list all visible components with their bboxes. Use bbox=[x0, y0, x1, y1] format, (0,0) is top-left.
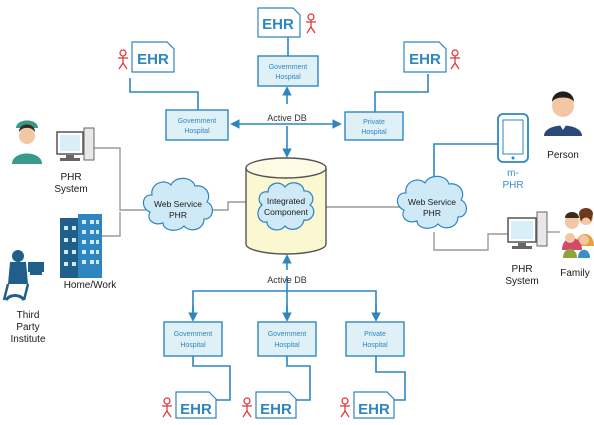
hospital-left: Government Hospital bbox=[165, 109, 229, 141]
ehr-label: EHR bbox=[137, 51, 169, 68]
ehr-document-top: EHR bbox=[257, 7, 301, 38]
integrated-component-cylinder: Integrated Component bbox=[245, 157, 327, 255]
stick-figures bbox=[118, 13, 460, 418]
connector-ws-tablet bbox=[433, 143, 502, 178]
connector-right-ehr bbox=[374, 74, 429, 112]
center-line2: Component bbox=[264, 207, 309, 217]
computer-icon bbox=[56, 127, 95, 161]
person-icon bbox=[242, 397, 252, 418]
gray-connectors bbox=[92, 147, 560, 251]
ehr-label: EHR bbox=[409, 51, 441, 68]
ehr-documents: EHR EHR EHR EHR EHR EHR bbox=[131, 7, 447, 419]
ehr-document-top-left: EHR bbox=[131, 41, 175, 73]
connector-ws-right-phr bbox=[433, 232, 508, 251]
phr-system-right-label-1: PHR bbox=[511, 264, 533, 275]
computer-icon bbox=[507, 211, 548, 249]
connector-bottom-bus bbox=[192, 290, 377, 318]
connector-b1-ehr bbox=[192, 356, 231, 401]
mphr-label-1: m- bbox=[507, 168, 519, 179]
person-icon bbox=[306, 13, 316, 34]
home-work-label: Home/Work bbox=[63, 280, 117, 291]
ehr-document-top-right: EHR bbox=[403, 41, 447, 73]
person-icon bbox=[450, 49, 460, 70]
hospital-b3-line2: Hospital bbox=[362, 342, 388, 349]
connector-left-ehr bbox=[129, 78, 199, 110]
hospital-right: Private Hospital bbox=[344, 111, 404, 141]
center-line1: Integrated bbox=[267, 196, 306, 206]
hospital-b1-line1: Government bbox=[174, 331, 213, 338]
ws-right-line1: Web Service bbox=[408, 197, 456, 207]
hospital-top-line2: Hospital bbox=[275, 74, 301, 81]
connector-building bbox=[102, 212, 121, 237]
hospital-bottom-1: Government Hospital bbox=[163, 321, 223, 357]
blue-connectors bbox=[129, 37, 502, 401]
phr-system-left-label-1: PHR bbox=[60, 172, 82, 183]
ehr-label: EHR bbox=[358, 401, 390, 418]
connector-b3-ehr bbox=[375, 356, 406, 401]
hospital-b2-line1: Government bbox=[268, 331, 307, 338]
cloud-icon bbox=[142, 177, 213, 231]
hospital-bottom-2: Government Hospital bbox=[257, 321, 317, 357]
ws-left-line1: Web Service bbox=[154, 199, 202, 209]
ehr-label: EHR bbox=[180, 401, 212, 418]
third-party-label-2: Party bbox=[16, 322, 40, 333]
ehr-document-bottom-2: EHR bbox=[255, 391, 297, 419]
family-label: Family bbox=[560, 268, 590, 279]
ws-left-line2: PHR bbox=[169, 210, 187, 220]
web-service-right: Web Service PHR bbox=[396, 175, 467, 229]
family-icon bbox=[562, 208, 594, 258]
hospital-right-line1: Private bbox=[363, 119, 385, 126]
hospital-left-line2: Hospital bbox=[184, 128, 210, 135]
ehr-label: EHR bbox=[262, 16, 294, 33]
connector-b2-ehr bbox=[286, 356, 311, 401]
worker-desk-icon bbox=[2, 250, 44, 301]
ehr-label: EHR bbox=[260, 401, 292, 418]
tablet-icon bbox=[497, 113, 529, 163]
third-party-label-1: Third bbox=[16, 310, 40, 321]
third-party-label-3: Institute bbox=[10, 334, 46, 345]
person-icon bbox=[340, 397, 350, 418]
cloud-icon bbox=[396, 175, 467, 229]
connector-phr-left bbox=[92, 147, 146, 211]
hospital-bottom-3: Private Hospital bbox=[345, 321, 405, 357]
phr-system-right-label-2: System bbox=[505, 276, 539, 287]
hospital-boxes: Government Hospital Government Hospital … bbox=[163, 55, 405, 357]
person-label: Person bbox=[547, 150, 579, 161]
hospital-b3-line1: Private bbox=[364, 331, 386, 338]
hospital-right-line2: Hospital bbox=[361, 129, 387, 136]
mphr-label-2: PHR bbox=[502, 180, 524, 191]
phr-system-left-label-2: System bbox=[54, 184, 88, 195]
ws-right-line2: PHR bbox=[423, 208, 441, 218]
hospital-b1-line2: Hospital bbox=[180, 342, 206, 349]
active-db-top-label: Active DB bbox=[267, 113, 307, 123]
person-icon bbox=[118, 49, 128, 70]
ehr-document-bottom-1: EHR bbox=[175, 391, 217, 419]
nurse-icon bbox=[12, 120, 42, 164]
hospital-b2-line2: Hospital bbox=[274, 342, 300, 349]
person-icon bbox=[162, 397, 172, 418]
connector-ws-left-cyl bbox=[210, 201, 246, 211]
hospital-top-line1: Government bbox=[269, 64, 308, 71]
hospital-left-line1: Government bbox=[178, 118, 217, 125]
building-icon bbox=[60, 214, 102, 278]
ehr-document-bottom-3: EHR bbox=[353, 391, 395, 419]
web-service-left: Web Service PHR bbox=[142, 177, 213, 231]
active-db-bottom-label: Active DB bbox=[267, 275, 307, 285]
person-avatar-icon bbox=[544, 91, 582, 136]
inner-cloud-icon bbox=[257, 182, 315, 231]
hospital-top: Government Hospital bbox=[257, 55, 319, 87]
